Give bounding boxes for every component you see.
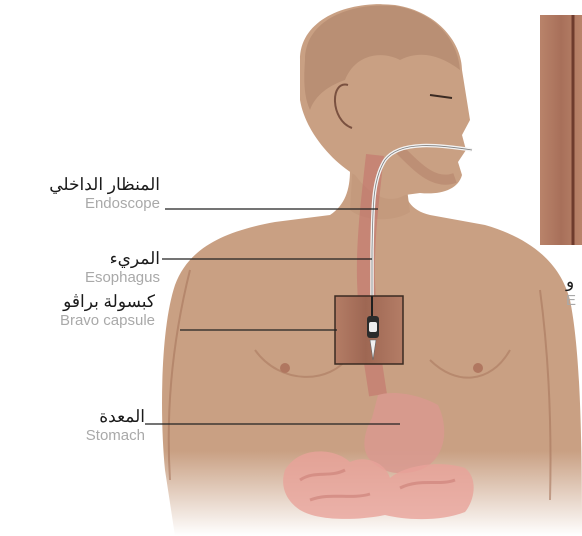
inset-label-ar: و — [566, 272, 576, 292]
endoscope-label: المنظار الداخلي Endoscope — [49, 175, 160, 213]
bravo-capsule-label: كبسولة براڤو Bravo capsule — [60, 292, 155, 330]
inset-label: و E — [566, 272, 576, 310]
stomach-label-en: Stomach — [86, 427, 145, 445]
nipple-left — [280, 363, 290, 373]
stomach-organ — [364, 393, 444, 473]
endoscope-label-ar: المنظار الداخلي — [49, 175, 160, 195]
bravo-capsule-label-ar: كبسولة براڤو — [60, 292, 155, 312]
esophagus-label-ar: المريء — [85, 249, 160, 269]
stomach-label-ar: المعدة — [86, 407, 145, 427]
bravo-capsule-label-en: Bravo capsule — [60, 312, 155, 330]
esophagus-label: المريء Esophagus — [85, 249, 160, 287]
endoscope-label-en: Endoscope — [49, 195, 160, 213]
esophagus-inset-panel — [540, 15, 582, 245]
esophagus-label-en: Esophagus — [85, 269, 160, 287]
stomach-label: المعدة Stomach — [86, 407, 145, 445]
nipple-right — [473, 363, 483, 373]
inset-label-en: E — [566, 292, 576, 310]
